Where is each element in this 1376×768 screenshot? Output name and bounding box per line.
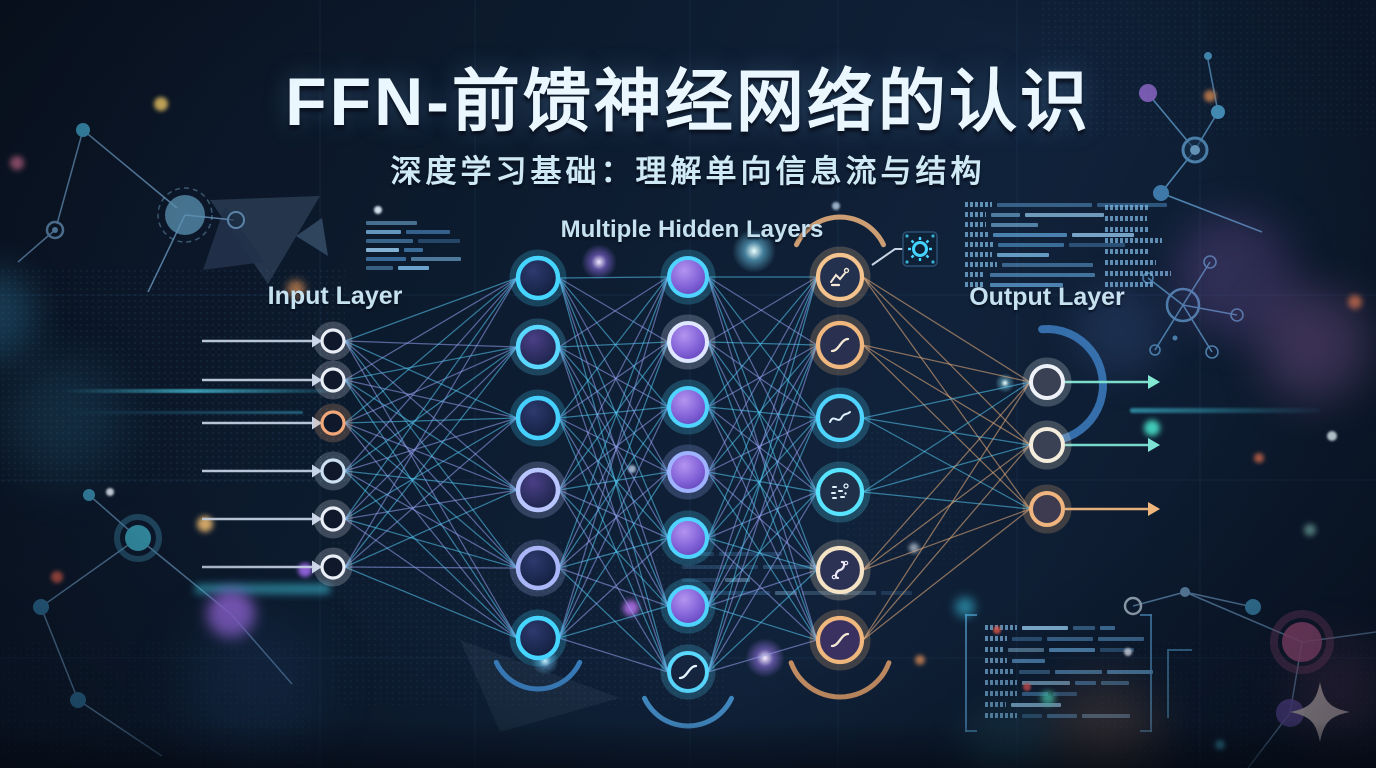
input-node-1 xyxy=(313,321,353,361)
hidden3-node-5 xyxy=(809,539,871,601)
output-layer xyxy=(1022,357,1072,534)
hidden1-node-4 xyxy=(509,461,567,519)
input-node-3 xyxy=(313,403,353,443)
hidden1-node-6 xyxy=(509,609,567,667)
hidden3-node-2 xyxy=(809,314,871,376)
page-title: FFN-前馈神经网络的认识 xyxy=(285,64,1091,140)
output-arrowhead xyxy=(1148,502,1160,516)
hidden1-node-2 xyxy=(509,318,567,376)
hidden3-node-6 xyxy=(809,609,871,671)
hidden1-node-5 xyxy=(509,539,567,597)
input-node-5 xyxy=(313,499,353,539)
hidden3-layer xyxy=(809,246,871,671)
hidden2-node-5 xyxy=(660,510,716,566)
input-layer xyxy=(313,321,353,587)
output-node-3 xyxy=(1022,484,1072,534)
output-arrowhead xyxy=(1148,375,1160,389)
hidden1-node-1 xyxy=(509,249,567,307)
output-layer-label: Output Layer xyxy=(969,283,1125,311)
hidden2-node-7 xyxy=(660,644,716,700)
hidden2-node-1 xyxy=(660,249,716,305)
input-node-2 xyxy=(313,360,353,400)
input-layer-label: Input Layer xyxy=(267,282,403,310)
hidden1-layer xyxy=(509,249,567,667)
hidden3-node-4 xyxy=(809,461,871,523)
hidden2-node-6 xyxy=(660,578,716,634)
output-node-2 xyxy=(1022,420,1072,470)
hidden2-layer xyxy=(660,249,716,700)
page-subtitle: 深度学习基础：理解单向信息流与结构 xyxy=(390,154,986,189)
hidden3-node-1 xyxy=(809,246,871,308)
hidden3-node-3 xyxy=(809,387,871,449)
output-arrowhead xyxy=(1148,438,1160,452)
input-node-6 xyxy=(313,547,353,587)
hidden2-node-4 xyxy=(660,444,716,500)
hidden1-node-3 xyxy=(509,389,567,447)
hidden-layers-label: Multiple Hidden Layers xyxy=(560,216,824,243)
input-node-4 xyxy=(313,451,353,491)
hidden2-node-2 xyxy=(660,314,716,370)
output-node-1 xyxy=(1022,357,1072,407)
arc-decoration xyxy=(642,695,734,729)
hidden2-node-3 xyxy=(660,379,716,435)
